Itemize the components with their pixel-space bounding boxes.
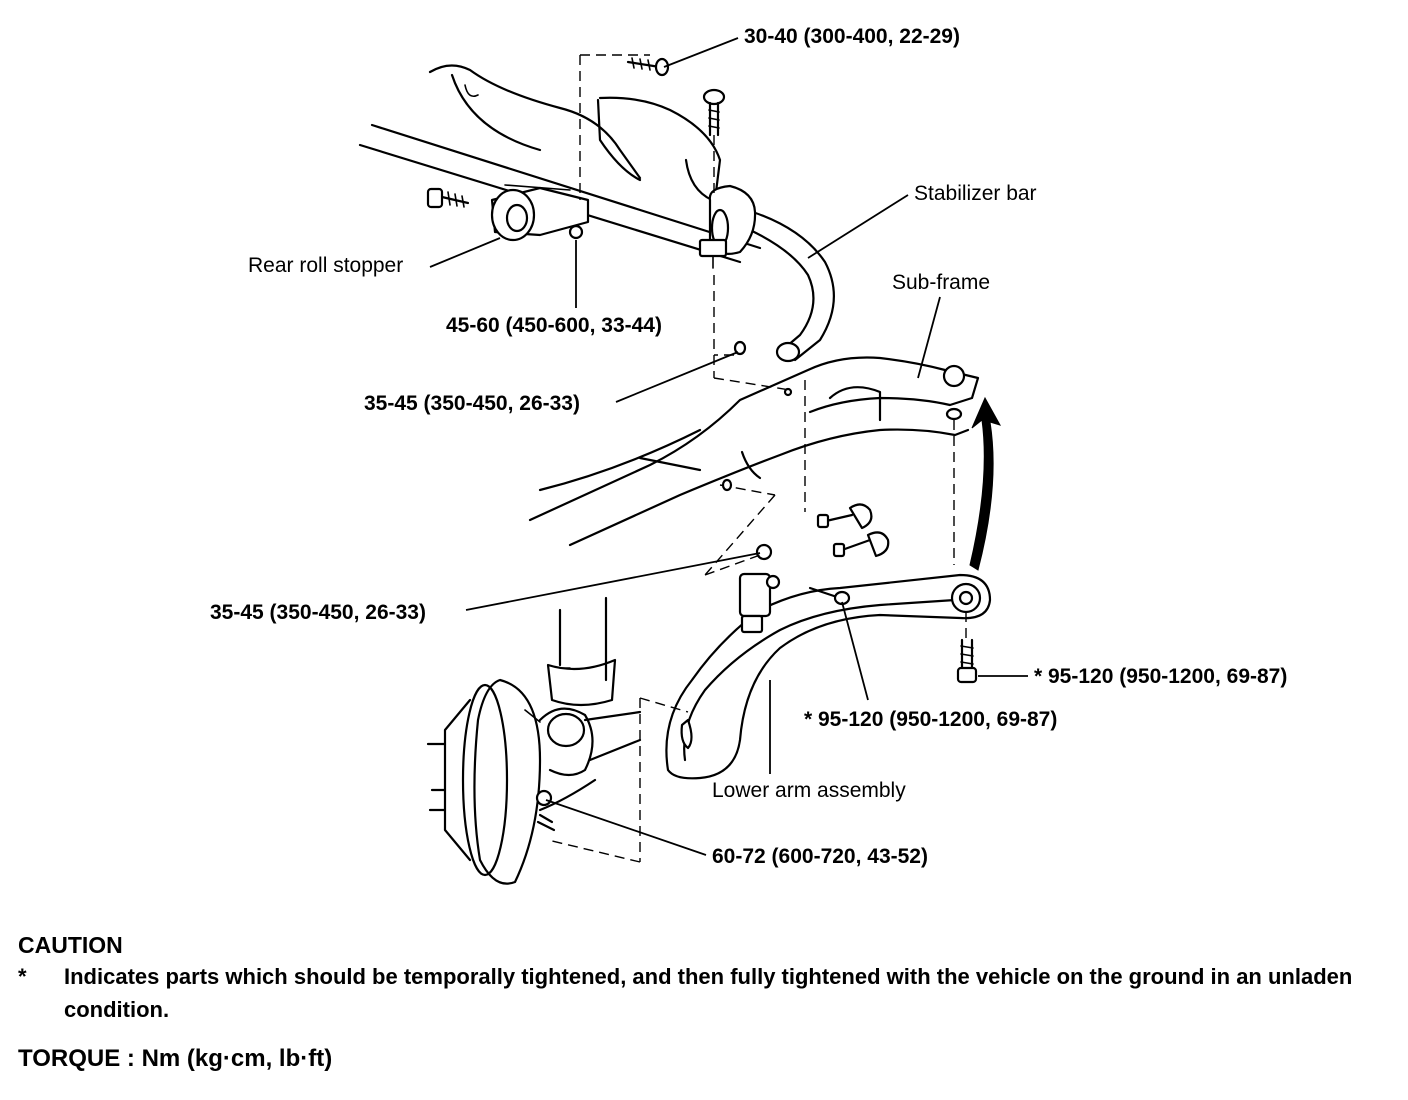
knuckle-hub-drawing [426, 678, 642, 885]
washer-marks [721, 340, 793, 492]
torque-label-95-120-center: * 95-120 (950-1200, 69-87) [804, 708, 1057, 731]
torque-label-45-60: 45-60 (450-600, 33-44) [446, 314, 662, 337]
torque-label-35-45-upper: 35-45 (350-450, 26-33) [364, 392, 580, 415]
torque-label-35-45-lower: 35-45 (350-450, 26-33) [210, 601, 426, 624]
leader-lines [429, 37, 1028, 856]
torque-label-30-40: 30-40 (300-400, 22-29) [744, 25, 960, 48]
caution-note: * Indicates parts which should be tempor… [18, 960, 1378, 1026]
stabilizer-bracket-bolt-drawing [626, 57, 670, 77]
sub-frame-drawing [528, 356, 980, 547]
label-lower-arm-assembly: Lower arm assembly [712, 779, 906, 802]
lower-arm-drawing [665, 572, 992, 780]
label-sub-frame: Sub-frame [892, 271, 990, 294]
strut-drawing [546, 596, 617, 707]
rear-roll-stopper-drawing [490, 184, 590, 242]
label-stabilizer-bar: Stabilizer bar [914, 182, 1037, 205]
torque-label-60-72: 60-72 (600-720, 43-52) [712, 845, 928, 868]
caution-asterisk: * [18, 964, 27, 989]
label-rear-roll-stopper: Rear roll stopper [248, 254, 403, 277]
body-panel-drawing [358, 64, 762, 264]
stabilizer-bar-drawing [698, 184, 835, 363]
dashed-guide-lines [547, 54, 967, 863]
torque-label-95-120-right: * 95-120 (950-1200, 69-87) [1034, 665, 1287, 688]
torque-units-note: TORQUE : Nm (kg·cm, lb·ft) [18, 1045, 333, 1072]
lower-arm-front-bolts-drawing [755, 503, 890, 606]
caution-heading: CAUTION [18, 932, 123, 958]
stabilizer-vertical-bolt-drawing [702, 88, 726, 137]
caution-text: Indicates parts which should be temporal… [64, 964, 1353, 1022]
roll-stopper-bolt-drawing [426, 187, 584, 240]
notes-section: CAUTION * Indicates parts which should b… [18, 930, 1378, 1074]
lower-arm-rear-bolt-drawing [956, 638, 978, 684]
curved-arrow-icon [969, 396, 1002, 571]
